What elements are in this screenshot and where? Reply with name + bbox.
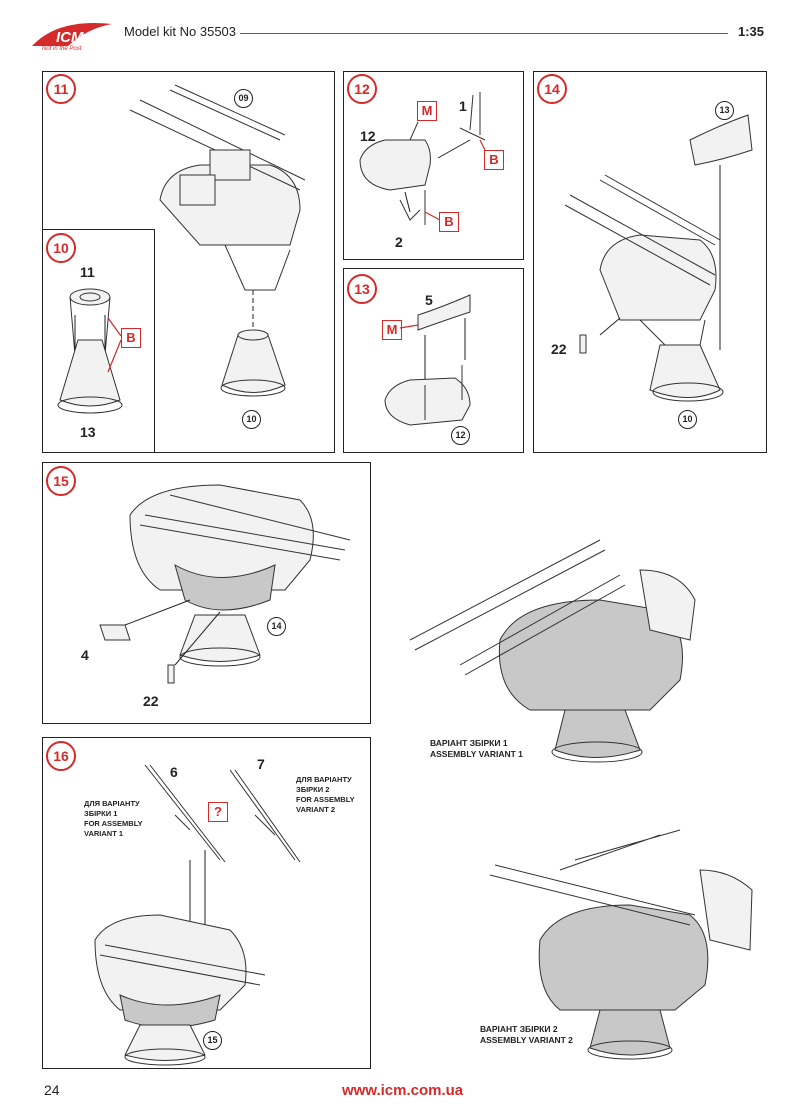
sprue-m-label: M: [417, 101, 437, 121]
sprue-b-bottom-label: B: [439, 212, 459, 232]
part-22-label: 22: [551, 341, 567, 357]
variant-1-caption: ВАРІАНТ ЗБІРКИ 1 ASSEMBLY VARIANT 1: [430, 738, 523, 760]
variant-1-caption-ua: ВАРІАНТ ЗБІРКИ 1: [430, 738, 508, 748]
variant-1-note: ДЛЯ ВАРІАНТУ ЗБІРКИ 1 FOR ASSEMBLY VARIA…: [84, 799, 143, 839]
variant-1-note-ua: ДЛЯ ВАРІАНТУ: [84, 799, 140, 808]
step-12-badge: 12: [347, 74, 377, 104]
icm-logo: ICM Not in the Post: [28, 16, 118, 56]
variant-2-note: ДЛЯ ВАРІАНТУ ЗБІРКИ 2 FOR ASSEMBLY VARIA…: [296, 775, 355, 815]
step-15-ref: 14: [267, 617, 286, 636]
variant-2-note-ua2: ЗБІРКИ 2: [296, 785, 330, 794]
step-14-badge: 14: [537, 74, 567, 104]
part-5-label: 5: [425, 292, 433, 308]
logo-tagline: Not in the Post: [42, 46, 82, 52]
question-mark-label: ?: [208, 802, 228, 822]
part-11-label: 11: [80, 264, 95, 280]
page-number: 24: [44, 1082, 60, 1098]
sprue-m-label-13: M: [382, 320, 402, 340]
part-4-label: 4: [81, 647, 89, 663]
part-2-label: 2: [395, 234, 403, 250]
header-scale: 1:35: [738, 24, 765, 39]
step-14-ref-bottom: 10: [678, 410, 697, 429]
assembly-variant-1-drawing: [409, 539, 696, 763]
variant-2-note-en: FOR ASSEMBLY: [296, 795, 355, 804]
step-11-ref-bottom: 10: [242, 410, 261, 429]
step-13-drawing: [384, 294, 471, 426]
svg-text:ICM: ICM: [56, 29, 84, 46]
step-15-badge: 15: [46, 466, 76, 496]
step-16-badge: 16: [46, 741, 76, 771]
variant-1-caption-en: ASSEMBLY VARIANT 1: [430, 749, 523, 759]
assembly-variant-2-drawing: [489, 829, 753, 1060]
variant-2-note-en2: VARIANT 2: [296, 805, 336, 814]
variant-1-note-en2: VARIANT 1: [84, 829, 124, 838]
step-12-drawing: [359, 92, 486, 225]
sprue-b-label: B: [121, 328, 141, 348]
step-11-ref-top: 09: [234, 89, 253, 108]
step-15-drawing: [99, 484, 351, 684]
variant-2-caption-en: ASSEMBLY VARIANT 2: [480, 1035, 573, 1045]
variant-1-note-en: FOR ASSEMBLY: [84, 819, 143, 828]
part-12-label: 12: [360, 128, 376, 144]
part-6-label: 6: [170, 764, 178, 780]
header-title: Model kit No 35503: [124, 24, 237, 39]
variant-1-note-ua2: ЗБІРКИ 1: [84, 809, 118, 818]
step-14-drawing: [564, 114, 753, 402]
variant-2-caption-ua: ВАРІАНТ ЗБІРКИ 2: [480, 1024, 558, 1034]
step-11-drawing: [129, 84, 306, 397]
step-13-badge: 13: [347, 274, 377, 304]
part-13-label: 13: [80, 424, 96, 440]
footer-url[interactable]: www.icm.com.ua: [342, 1082, 464, 1099]
part-7-label: 7: [257, 756, 265, 772]
sprue-b-top-label: B: [484, 150, 504, 170]
step-11-badge: 11: [46, 74, 76, 104]
step-16-ref: 15: [203, 1031, 222, 1050]
step-10-drawing: [57, 288, 123, 414]
variant-2-caption: ВАРІАНТ ЗБІРКИ 2 ASSEMBLY VARIANT 2: [480, 1024, 573, 1046]
variant-2-note-ua: ДЛЯ ВАРІАНТУ: [296, 775, 352, 784]
step-16-drawing: [94, 764, 301, 1066]
step-10-badge: 10: [46, 233, 76, 263]
step-14-ref-top: 13: [715, 101, 734, 120]
part-22-label-15: 22: [143, 693, 159, 709]
header-rule: [240, 33, 728, 34]
step-13-ref: 12: [451, 426, 470, 445]
part-1-label: 1: [459, 98, 467, 114]
